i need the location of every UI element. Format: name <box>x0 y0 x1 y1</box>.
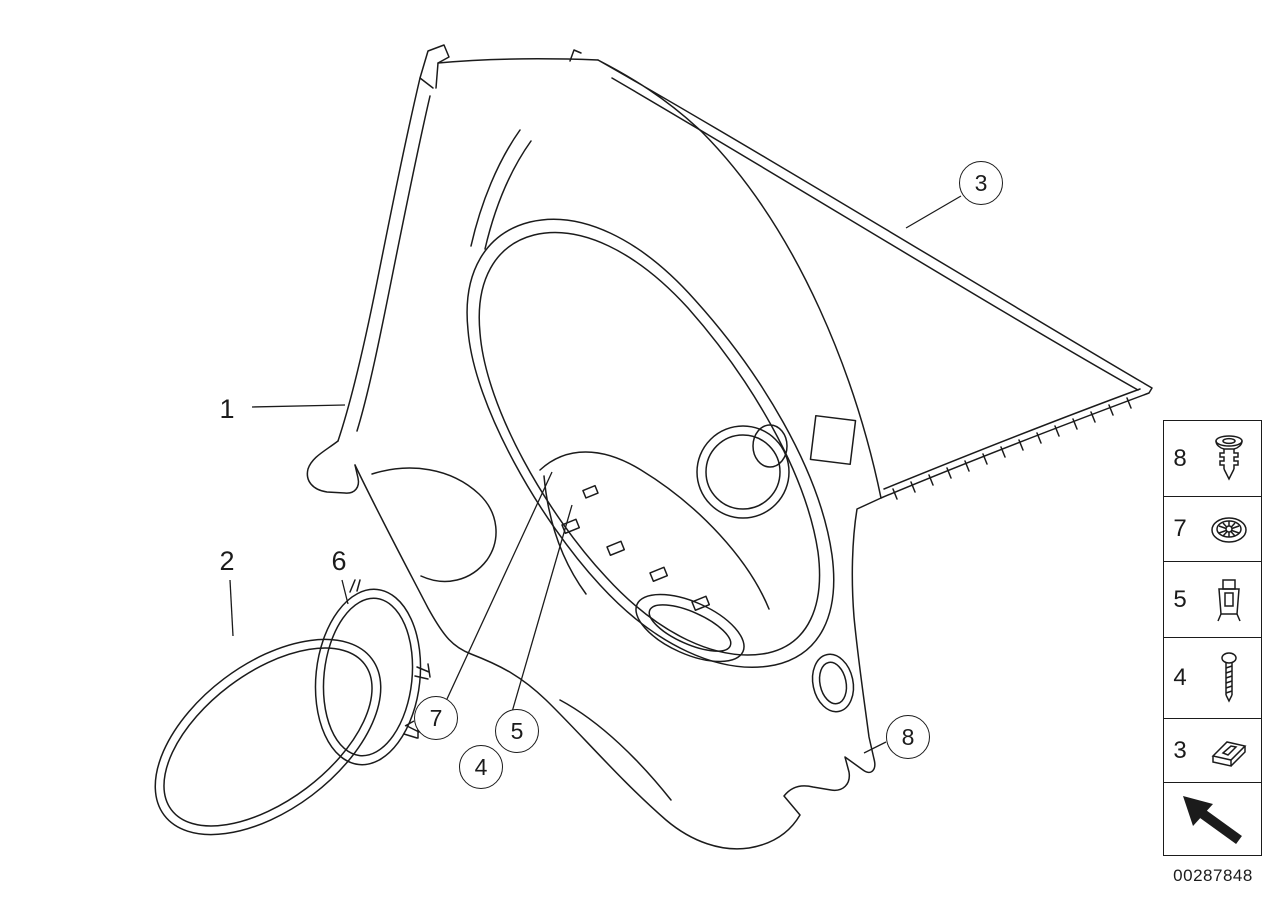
legend-item-5[interactable]: 5 <box>1163 560 1262 639</box>
legend-item-number: 8 <box>1173 445 1187 472</box>
legend-item-number: 3 <box>1173 736 1187 764</box>
speaker-cover-drawing <box>154 638 382 836</box>
callout-7[interactable]: 7 <box>414 696 458 740</box>
diagram-id-label: 00287848 <box>1173 866 1253 885</box>
speaker-ring-drawing <box>314 579 431 766</box>
legend-item-3[interactable]: 3 <box>1163 717 1262 784</box>
legend-item-number: 5 <box>1173 585 1187 613</box>
callout-leader-lines <box>229 195 962 754</box>
legend-item-8[interactable]: 8 <box>1163 420 1262 498</box>
legend-item-7[interactable]: 7 <box>1163 496 1262 563</box>
callout-2[interactable]: 2 <box>219 546 235 576</box>
callout-6[interactable]: 6 <box>331 546 347 576</box>
legend-item-4[interactable]: 4 <box>1163 637 1262 720</box>
callout-4[interactable]: 4 <box>459 745 503 789</box>
grommet-icon <box>1196 504 1261 554</box>
legend-continue-box[interactable] <box>1163 782 1262 857</box>
trim-panel-drawing <box>306 44 882 850</box>
expanding-rivet-icon <box>1196 431 1261 487</box>
callout-3[interactable]: 3 <box>959 161 1003 205</box>
callout-8[interactable]: 8 <box>886 715 930 759</box>
callout-5[interactable]: 5 <box>495 709 539 753</box>
screw-icon <box>1196 649 1261 707</box>
pillar-trim-drawing <box>597 59 1153 500</box>
continue-arrow-icon <box>1164 788 1261 850</box>
callout-1[interactable]: 1 <box>219 394 235 424</box>
spring-nut-icon <box>1196 726 1261 776</box>
fastener-legend: 8 7 <box>1163 420 1262 857</box>
legend-item-number: 7 <box>1173 515 1187 543</box>
legend-item-number: 4 <box>1173 664 1187 692</box>
clip-icon <box>1196 572 1261 628</box>
